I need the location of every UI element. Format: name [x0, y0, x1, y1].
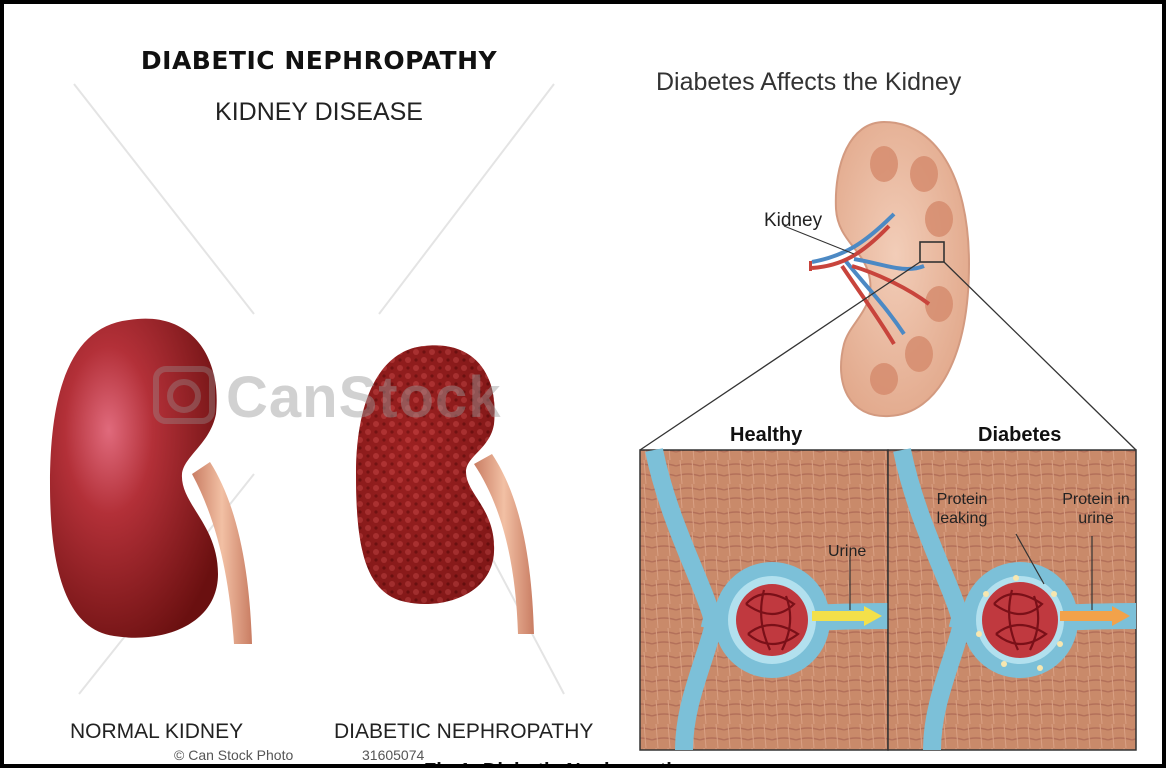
credit-text: © Can Stock Photo [174, 747, 293, 763]
normal-kidney-caption: NORMAL KIDNEY [70, 720, 243, 744]
healthy-panel [640, 450, 888, 750]
credit-id: 31605074 [362, 747, 424, 763]
diagram-subtitle: KIDNEY DISEASE [134, 98, 504, 127]
urine-label: Urine [828, 542, 866, 561]
kidney-anatomy-icon [784, 122, 969, 416]
kidney-label: Kidney [764, 210, 822, 232]
normal-kidney-icon [50, 319, 252, 644]
watermark-text: CanStock [226, 364, 502, 431]
healthy-heading: Healthy [730, 424, 802, 447]
diabetes-heading: Diabetes [978, 424, 1061, 447]
diagram-title: DIABETIC NEPHROPATHY [134, 46, 504, 75]
diabetic-kidney-caption: DIABETIC NEPHROPATHY [334, 720, 593, 744]
protein-leaking-label: Protein leaking [924, 490, 1000, 528]
figure-caption: Fig 1: Diabetic Nephropathy [424, 760, 690, 768]
right-title: Diabetes Affects the Kidney [656, 68, 961, 97]
protein-in-urine-label: Protein in urine [1058, 490, 1134, 528]
